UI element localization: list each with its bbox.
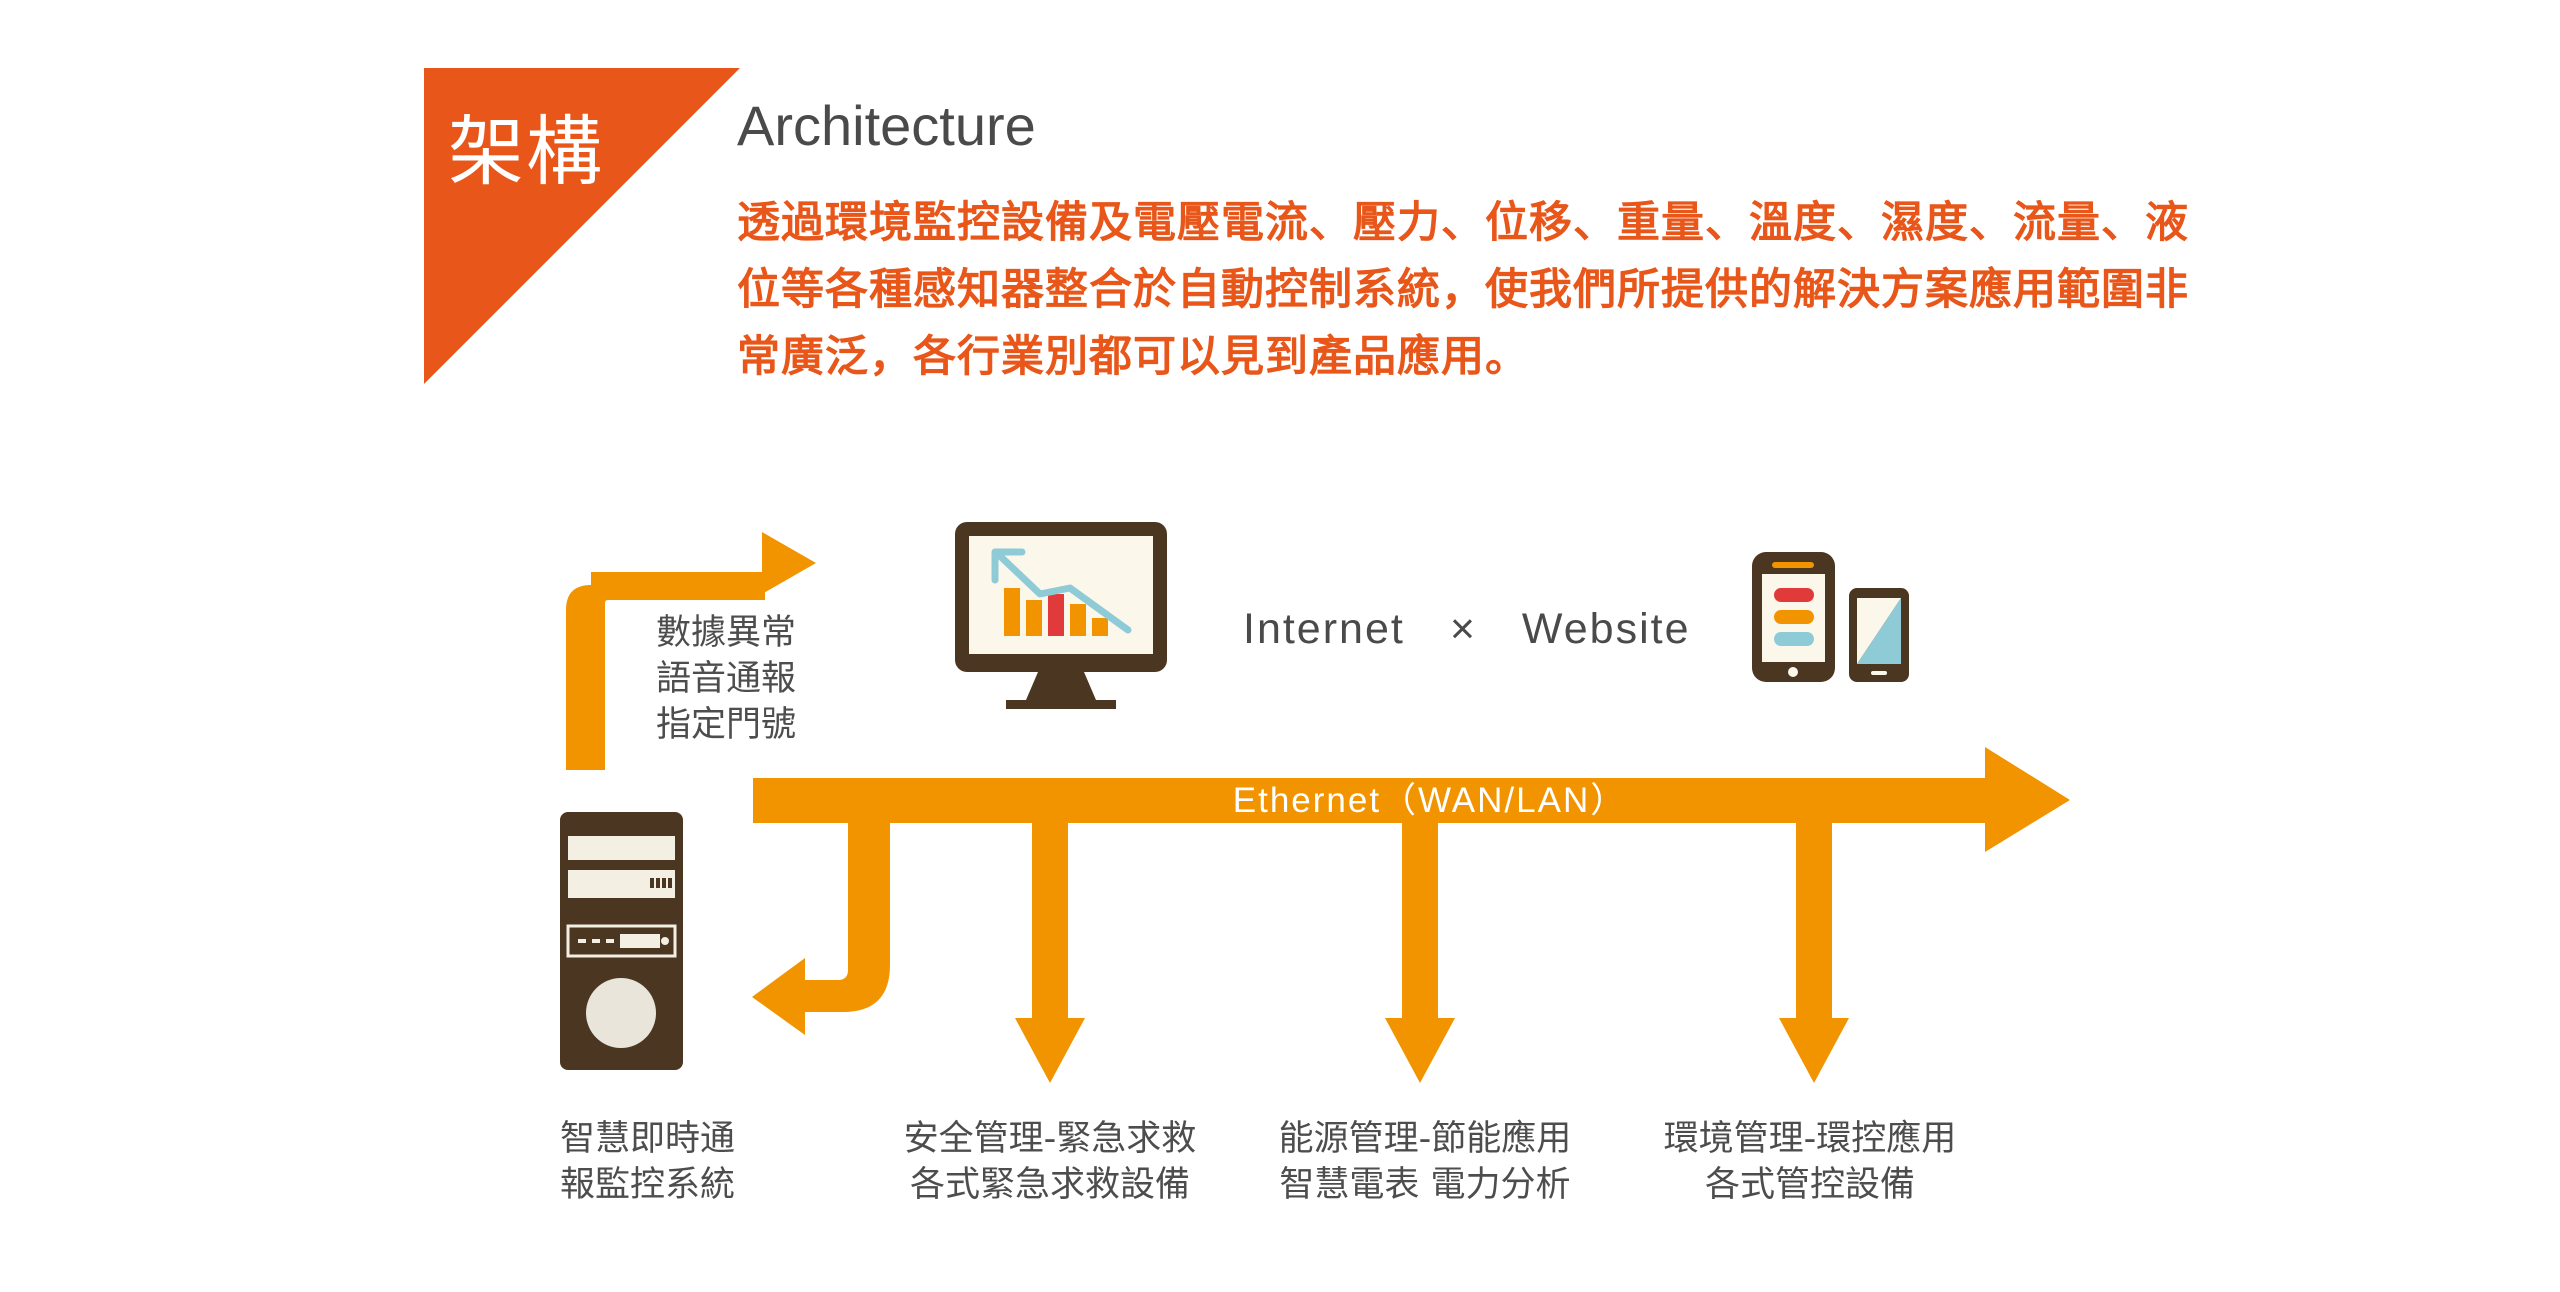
- safety-down-arrow: [1015, 823, 1085, 1083]
- energy-down-arrow: [1385, 823, 1455, 1083]
- monitor-chart-icon: [955, 522, 1167, 709]
- server-label: 智慧即時通 報監控系統: [560, 1119, 736, 1205]
- server-icon: [560, 812, 683, 1070]
- environment-label: 環境管理-環控應用 各式管控設備: [1663, 1119, 1957, 1205]
- ethernet-label: Ethernet（WAN/LAN）: [1232, 781, 1628, 820]
- voice-alert-arrow: [566, 532, 816, 770]
- mobile-devices-icon: [1752, 552, 1909, 682]
- header-badge: [424, 68, 740, 384]
- badge-title: 架構: [448, 107, 604, 196]
- env-down-arrow: [1779, 823, 1849, 1083]
- safety-label: 安全管理-緊急求救 各式緊急求救設備: [903, 1119, 1197, 1205]
- return-arrow: [752, 823, 890, 1035]
- description-text: 透過環境監控設備及電壓電流、壓力、位移、重量、溫度、濕度、流量、液位等各種感知器…: [737, 198, 2189, 382]
- page-title: Architecture: [737, 94, 1036, 157]
- ethernet-arrow: [753, 747, 2070, 852]
- internet-website-label: Internet × Website: [1243, 605, 1691, 653]
- energy-label: 能源管理-節能應用 智慧電表 電力分析: [1278, 1119, 1572, 1205]
- voice-alert-label: 數據異常 語音通報 指定門號: [656, 613, 797, 745]
